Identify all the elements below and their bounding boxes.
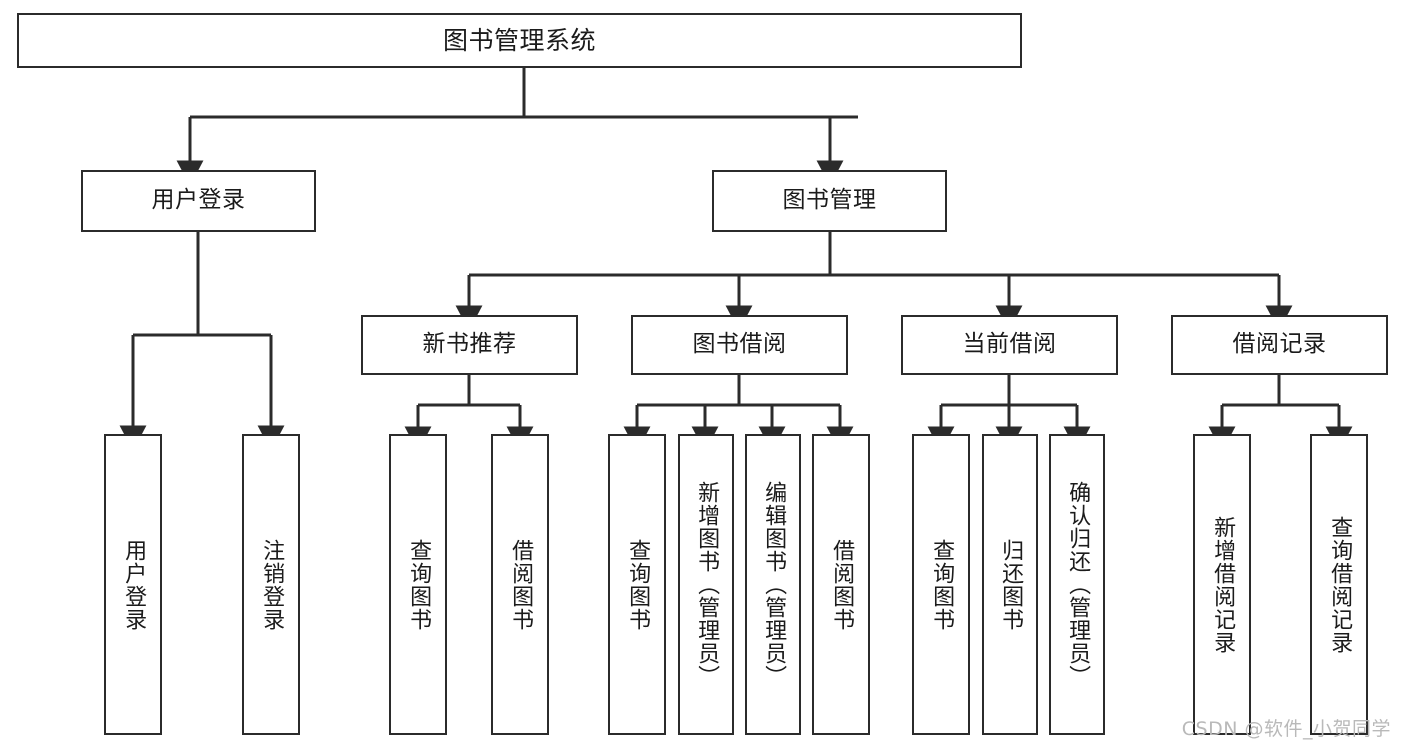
- node-leaf-current-return-book[interactable]: 归还图书: [982, 434, 1038, 735]
- node-label: 借阅图书: [829, 538, 855, 631]
- node-borrow-record[interactable]: 借阅记录: [1171, 315, 1388, 375]
- node-leaf-borrow-query-book[interactable]: 查询图书: [608, 434, 666, 735]
- node-label: 新书推荐: [422, 331, 517, 358]
- node-label: 借阅记录: [1232, 331, 1327, 358]
- node-book-borrow[interactable]: 图书借阅: [631, 315, 848, 375]
- node-label: 编辑图书（管理员）: [761, 481, 787, 688]
- node-leaf-record-query[interactable]: 查询借阅记录: [1310, 434, 1368, 735]
- node-leaf-user-logout[interactable]: 注销登录: [242, 434, 300, 735]
- node-leaf-current-confirm-return[interactable]: 确认归还（管理员）: [1049, 434, 1105, 735]
- node-leaf-borrow-edit-book[interactable]: 编辑图书（管理员）: [745, 434, 801, 735]
- node-leaf-newbook-borrow-book[interactable]: 借阅图书: [491, 434, 549, 735]
- node-label: 查询图书: [406, 538, 432, 631]
- node-leaf-newbook-query-book[interactable]: 查询图书: [389, 434, 447, 735]
- node-leaf-current-query-book[interactable]: 查询图书: [912, 434, 970, 735]
- node-leaf-record-add[interactable]: 新增借阅记录: [1193, 434, 1251, 735]
- node-label: 查询图书: [625, 538, 651, 631]
- node-root-system[interactable]: 图书管理系统: [17, 13, 1022, 68]
- node-leaf-borrow-add-book[interactable]: 新增图书（管理员）: [678, 434, 734, 735]
- node-label: 用户登录: [151, 187, 246, 214]
- node-new-book-recommend[interactable]: 新书推荐: [361, 315, 578, 375]
- node-label: 图书管理: [782, 187, 877, 214]
- node-label: 借阅图书: [508, 538, 534, 631]
- node-label: 查询借阅记录: [1327, 515, 1353, 654]
- node-label: 用户登录: [121, 538, 147, 631]
- node-label: 当前借阅: [962, 331, 1057, 358]
- node-current-borrow[interactable]: 当前借阅: [901, 315, 1118, 375]
- node-label: 图书借阅: [692, 331, 787, 358]
- node-leaf-user-login[interactable]: 用户登录: [104, 434, 162, 735]
- node-label: 归还图书: [998, 538, 1024, 631]
- node-book-management[interactable]: 图书管理: [712, 170, 947, 232]
- node-label: 新增借阅记录: [1210, 515, 1236, 654]
- node-user-login[interactable]: 用户登录: [81, 170, 316, 232]
- node-label: 新增图书（管理员）: [694, 481, 720, 688]
- node-label: 图书管理系统: [442, 25, 596, 55]
- node-leaf-borrow-lend-book[interactable]: 借阅图书: [812, 434, 870, 735]
- node-label: 确认归还（管理员）: [1065, 481, 1091, 688]
- node-label: 注销登录: [259, 538, 285, 631]
- node-label: 查询图书: [929, 538, 955, 631]
